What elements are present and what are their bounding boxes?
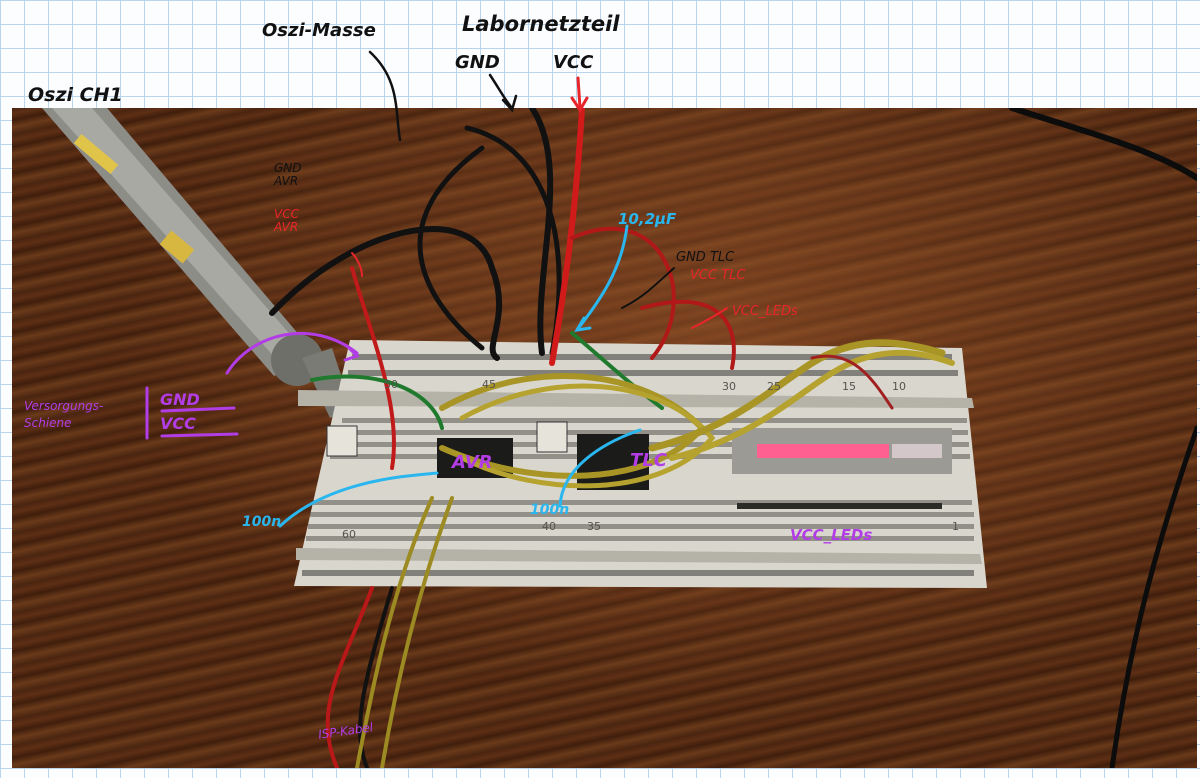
label-tlc-chip: TLC	[630, 450, 667, 471]
label-capacitor-100n-left: 100n	[242, 514, 282, 530]
bb-number: 10	[892, 380, 906, 393]
label-vcc-leds-upper: VCC_LEDs	[732, 304, 798, 319]
label-gnd-avr: GND AVR	[274, 161, 302, 188]
label-rail-vcc: VCC	[160, 414, 196, 433]
breadboard-numbers: 60 50 45 40 35 30 25 15 10 1	[342, 378, 959, 541]
bb-number: 35	[587, 520, 601, 533]
label-vcc-supply: VCC	[553, 52, 594, 73]
label-vcc-leds-lower: VCC_LEDs	[790, 526, 873, 544]
bb-number: 40	[542, 520, 556, 533]
label-oszi-masse: Oszi-Masse	[262, 20, 376, 41]
label-capacitor-10uf: 10,2µF	[618, 210, 677, 228]
pushbutton-left	[326, 425, 358, 457]
led-bargraph	[732, 428, 952, 509]
label-gnd-tlc: GND TLC	[676, 250, 735, 265]
bb-number: 45	[482, 378, 496, 391]
label-rail-gnd: GND	[160, 390, 200, 409]
label-versorgungs-schiene: Versorgungs- Schiene	[24, 399, 104, 430]
photo-illustration: 60 50 45 40 35 30 25 15 10 1	[42, 108, 1197, 768]
bb-number: 15	[842, 380, 856, 393]
label-vcc-avr: VCC AVR	[274, 207, 299, 234]
pushbutton-middle	[536, 421, 568, 453]
bb-number: 1	[952, 520, 959, 533]
annotation-strokes	[145, 224, 728, 528]
label-gnd-supply: GND	[455, 52, 500, 73]
label-avr-chip: AVR	[452, 452, 493, 473]
bb-number: 25	[767, 380, 781, 393]
label-oszi-ch1: Oszi CH1	[28, 84, 123, 106]
oscilloscope-probe	[42, 108, 352, 418]
bb-number: 60	[342, 528, 356, 541]
breadboard-photo: 60 50 45 40 35 30 25 15 10 1	[12, 108, 1197, 768]
label-capacitor-100n-middle: 100n	[530, 502, 570, 518]
label-vcc-tlc: VCC TLC	[690, 268, 746, 283]
wires	[269, 108, 1197, 768]
bb-number: 30	[722, 380, 736, 393]
bb-number: 50	[384, 378, 398, 391]
label-labornetzteil: Labornetzteil	[462, 12, 620, 36]
